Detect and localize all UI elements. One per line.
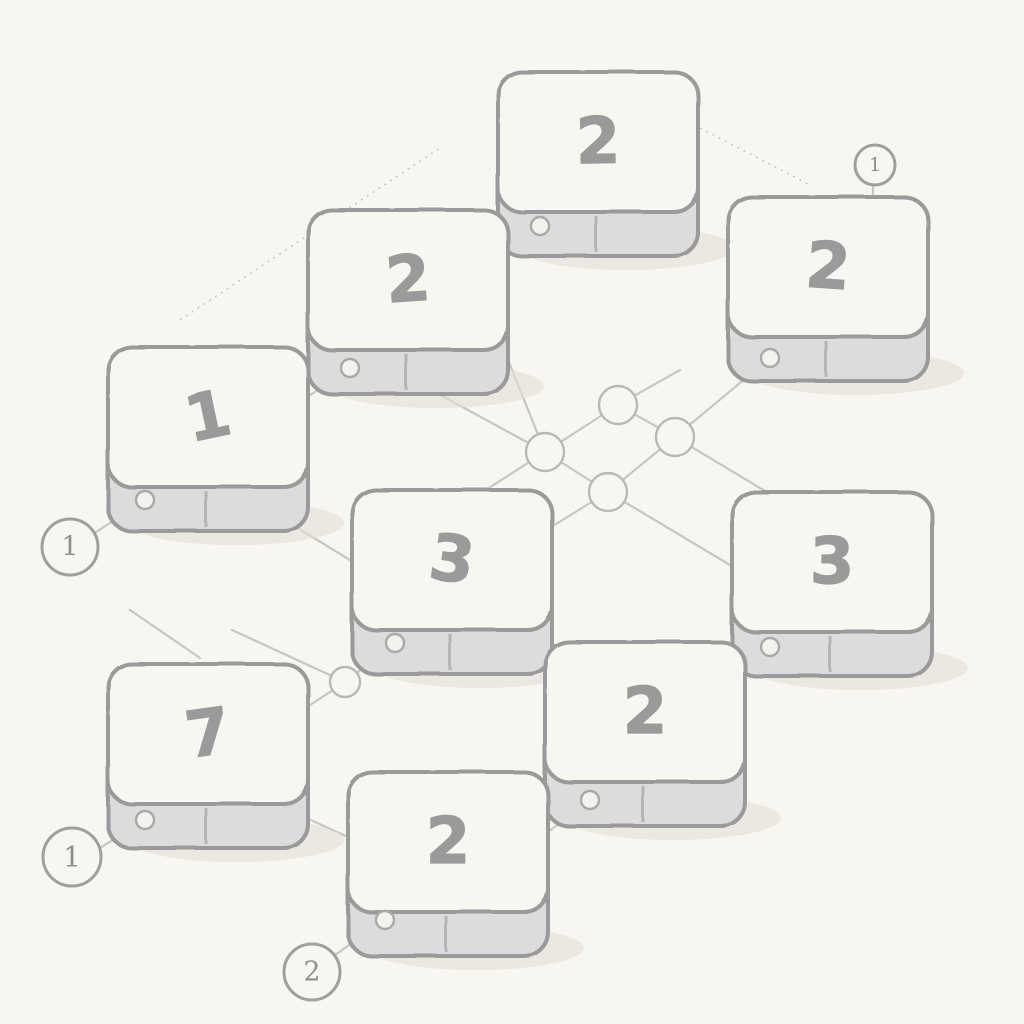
block-b8: 2 — [543, 640, 781, 840]
block-label: 3 — [810, 525, 855, 599]
callout-label: 2 — [303, 957, 320, 988]
block-label: 2 — [426, 805, 471, 879]
junction-node — [328, 665, 362, 699]
junction-node — [654, 416, 696, 458]
callout-circle — [853, 143, 897, 187]
junction-nodes — [328, 384, 696, 699]
pin — [134, 489, 156, 511]
block-label: 2 — [383, 242, 433, 319]
block-face — [496, 70, 700, 214]
junction-node — [597, 384, 639, 426]
block-label: 2 — [803, 229, 853, 306]
pin — [339, 357, 361, 379]
callout-label: 1 — [869, 154, 881, 176]
block-label: 3 — [425, 520, 479, 599]
callout-circle — [41, 826, 103, 888]
block-b1: 2 — [496, 70, 734, 270]
junction-node — [587, 471, 629, 513]
block-face — [730, 490, 934, 634]
pin — [384, 632, 406, 654]
block-face — [106, 345, 310, 489]
callout-circle — [40, 517, 100, 577]
block-label: 2 — [623, 675, 668, 749]
block-face — [306, 208, 510, 352]
callout-label: 1 — [63, 841, 81, 874]
block-b6: 3 — [730, 490, 968, 690]
callout-tag-t3: 1 — [41, 826, 103, 888]
pin — [579, 789, 601, 811]
block-face — [346, 770, 550, 914]
pin — [134, 809, 156, 831]
block-face — [726, 195, 930, 339]
block-label: 2 — [575, 105, 621, 180]
connector-pins — [134, 215, 781, 931]
block-face — [106, 662, 310, 806]
block-b2: 2 — [306, 208, 544, 408]
pin — [529, 215, 551, 237]
block-b4: 2 — [726, 195, 964, 395]
pin — [374, 909, 396, 931]
callout-tag-t1: 1 — [853, 143, 897, 187]
callout-tag-t2: 1 — [40, 517, 100, 577]
block-b7: 7 — [106, 662, 344, 862]
block-b3: 1 — [106, 345, 344, 545]
pin — [759, 347, 781, 369]
callout-label: 1 — [61, 532, 78, 563]
callout-circle — [282, 942, 342, 1002]
junction-node — [524, 431, 566, 473]
block-face — [350, 488, 554, 632]
pin — [759, 636, 781, 658]
callout-tag-t4: 2 — [282, 942, 342, 1002]
block-b9: 2 — [346, 770, 584, 970]
block-face — [543, 640, 747, 784]
block-label: 7 — [181, 694, 235, 773]
